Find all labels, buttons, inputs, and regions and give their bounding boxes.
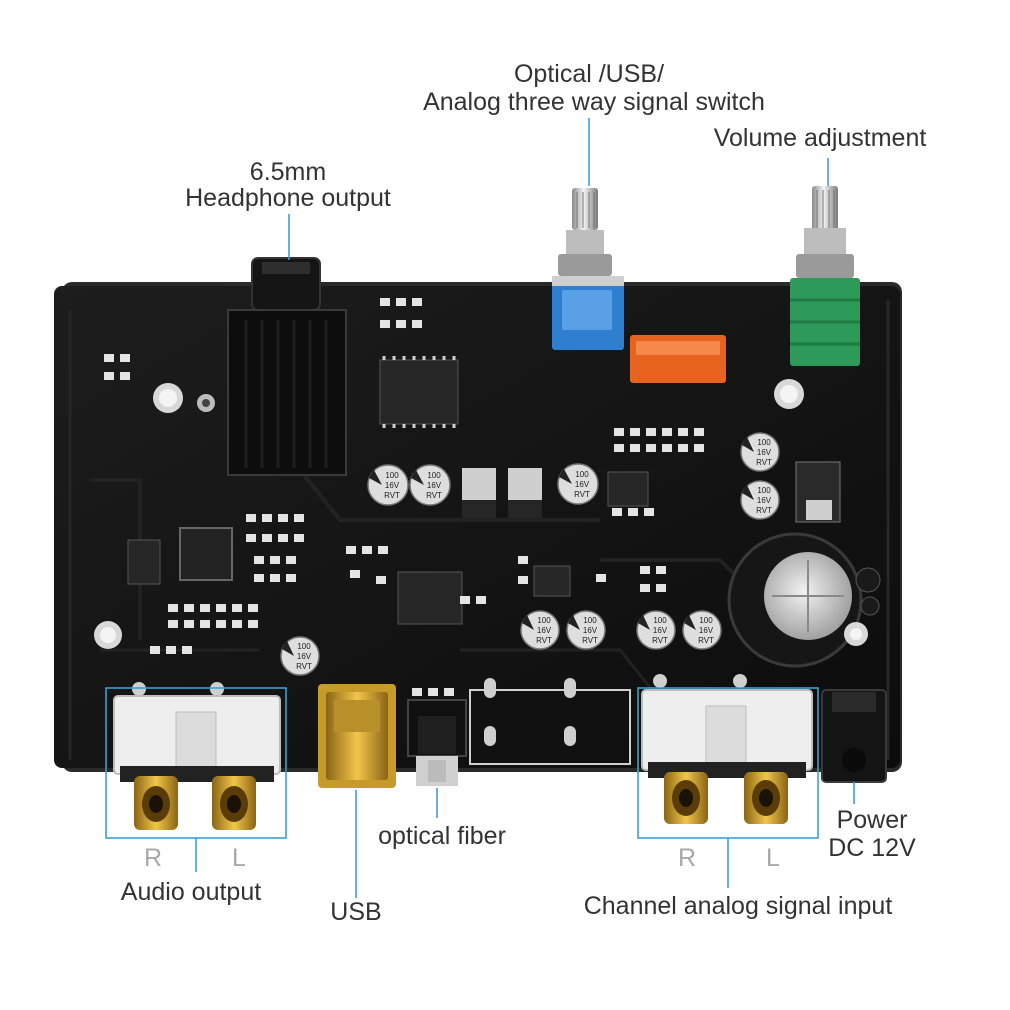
usb-label: USB bbox=[330, 898, 382, 926]
svg-text:16V: 16V bbox=[297, 652, 312, 661]
output-l-label: L bbox=[232, 844, 246, 872]
svg-text:RVT: RVT bbox=[536, 636, 552, 645]
bottom-rail bbox=[469, 678, 631, 765]
svg-text:16V: 16V bbox=[385, 481, 400, 490]
headphone-label-line1: 6.5mm bbox=[249, 158, 327, 186]
svg-text:100: 100 bbox=[385, 471, 399, 480]
large-capacitor bbox=[727, 532, 881, 668]
svg-text:16V: 16V bbox=[427, 481, 442, 490]
rca-output-jacks bbox=[113, 682, 281, 830]
svg-text:100: 100 bbox=[757, 438, 771, 447]
output-r-label: R bbox=[143, 844, 163, 872]
input-r-label: R bbox=[677, 844, 697, 872]
headphone-jack bbox=[227, 257, 347, 476]
svg-text:100: 100 bbox=[653, 616, 667, 625]
svg-text:100: 100 bbox=[537, 616, 551, 625]
power-label-line2: DC 12V bbox=[828, 834, 916, 862]
svg-text:RVT: RVT bbox=[698, 636, 714, 645]
headphone-label-line2: Headphone output bbox=[185, 184, 391, 212]
switch-label-line2: Analog three way signal switch bbox=[423, 88, 765, 116]
svg-text:RVT: RVT bbox=[582, 636, 598, 645]
ic-chips bbox=[127, 356, 841, 625]
svg-text:16V: 16V bbox=[575, 480, 590, 489]
optical-port bbox=[407, 699, 467, 786]
svg-text:16V: 16V bbox=[583, 626, 598, 635]
capacitor-top-3: 100 16V RVT bbox=[557, 463, 599, 505]
svg-text:RVT: RVT bbox=[756, 458, 772, 467]
svg-text:RVT: RVT bbox=[756, 506, 772, 515]
svg-text:16V: 16V bbox=[757, 448, 772, 457]
input-l-label: L bbox=[766, 844, 780, 872]
capacitor-top-1: 100 16V RVT bbox=[367, 464, 409, 506]
capacitor-mid-3: 100 16V RVT bbox=[636, 610, 676, 650]
svg-text:RVT: RVT bbox=[426, 491, 442, 500]
capacitor-mid-2: 100 16V RVT bbox=[566, 610, 606, 650]
volume-pot bbox=[790, 186, 860, 366]
volume-label: Volume adjustment bbox=[713, 124, 927, 152]
dc-power-jack bbox=[821, 689, 887, 783]
svg-text:100: 100 bbox=[583, 616, 597, 625]
svg-text:100: 100 bbox=[427, 471, 441, 480]
relay bbox=[630, 335, 726, 383]
audio-output-label: Audio output bbox=[120, 878, 262, 906]
callout-lines bbox=[105, 118, 855, 898]
smd-components bbox=[104, 298, 704, 696]
capacitor-top-2: 100 16V RVT bbox=[409, 464, 451, 506]
svg-text:100: 100 bbox=[297, 642, 311, 651]
power-label-line1: Power bbox=[836, 806, 908, 834]
svg-text:16V: 16V bbox=[699, 626, 714, 635]
svg-text:RVT: RVT bbox=[296, 662, 312, 671]
capacitor-mid-1: 100 16V RVT bbox=[520, 610, 560, 650]
switch-label-line1: Optical /USB/ bbox=[513, 60, 665, 88]
rca-input-jacks bbox=[641, 674, 813, 824]
channel-input-label: Channel analog signal input bbox=[583, 892, 893, 920]
svg-text:100: 100 bbox=[757, 486, 771, 495]
capacitor-right-2: 100 16V RVT bbox=[740, 480, 780, 520]
signal-switch-pot bbox=[552, 188, 624, 350]
svg-text:RVT: RVT bbox=[384, 491, 400, 500]
svg-text:16V: 16V bbox=[757, 496, 772, 505]
usb-b-port bbox=[318, 684, 396, 788]
svg-text:RVT: RVT bbox=[574, 490, 590, 499]
capacitor-right-1: 100 16V RVT bbox=[740, 432, 780, 472]
capacitor-left-bottom: 100 16V RVT bbox=[280, 636, 320, 676]
capacitor-mid-4: 100 16V RVT bbox=[682, 610, 722, 650]
optical-fiber-label: optical fiber bbox=[378, 822, 506, 850]
svg-text:RVT: RVT bbox=[652, 636, 668, 645]
svg-text:16V: 16V bbox=[537, 626, 552, 635]
svg-text:100: 100 bbox=[575, 470, 589, 479]
svg-text:16V: 16V bbox=[653, 626, 668, 635]
svg-text:100: 100 bbox=[699, 616, 713, 625]
